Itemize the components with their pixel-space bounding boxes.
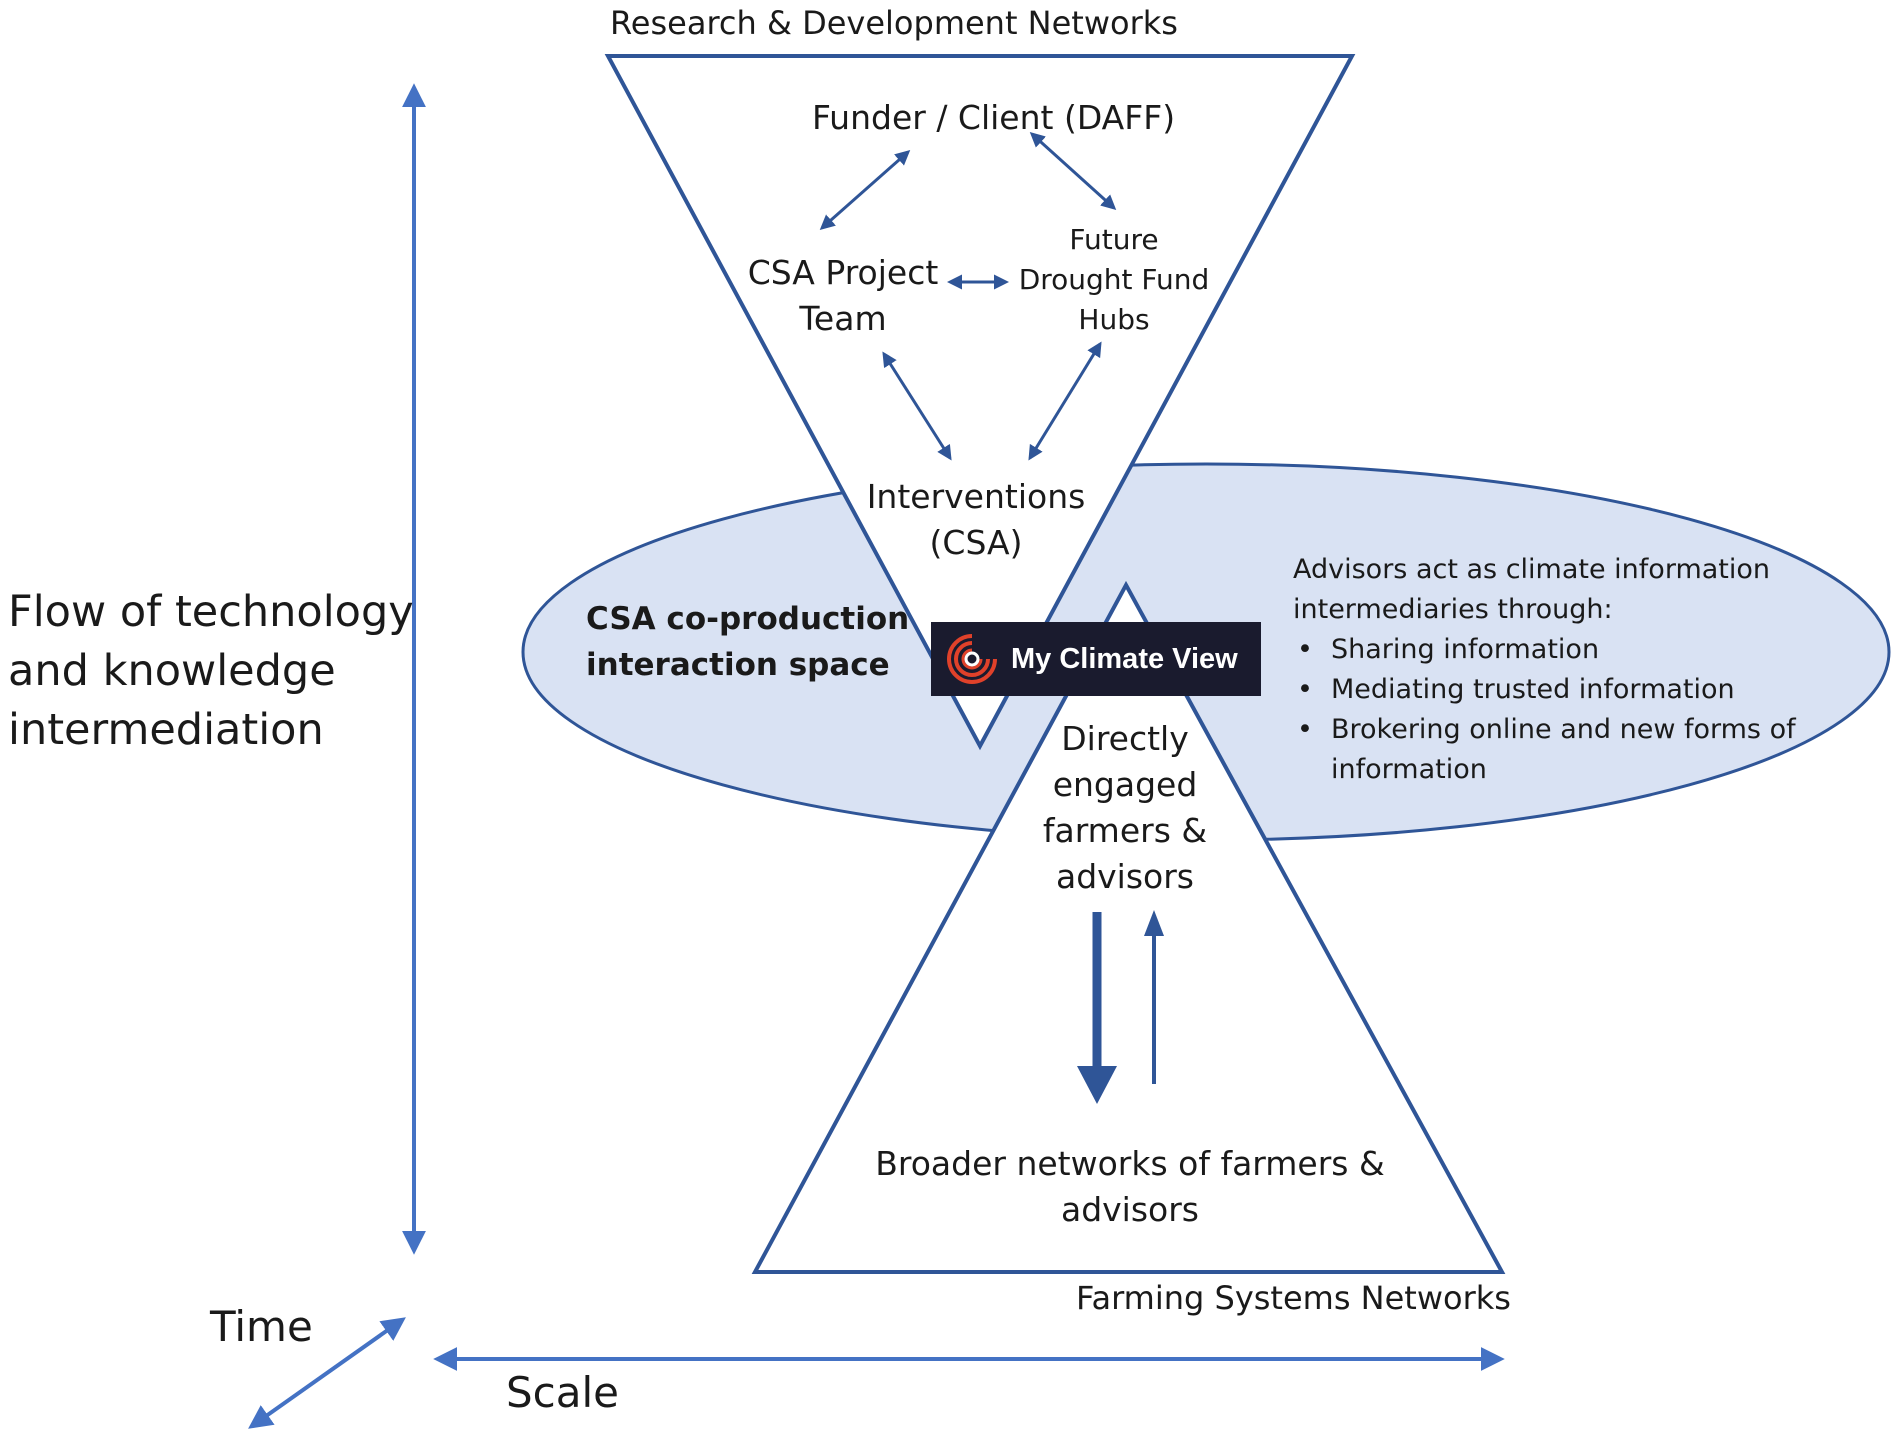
arrow-team-interventions [882,351,952,461]
bullet-item: Sharing information [1293,630,1796,670]
interaction-space-line-2: interaction space [586,647,890,683]
broader-networks-line-2: advisors [1060,1190,1199,1229]
arrow-funder-team [819,150,911,230]
advisors-intro-line-1: Advisors act as climate information [1293,554,1771,585]
bullet-continuation: information [1331,754,1487,785]
vertical-axis-label-line-1: Flow of technology [8,587,414,637]
advisors-bullet-list: Sharing information Mediating trusted in… [1293,630,1796,750]
csa-project-team-line-2: Team [799,299,887,338]
research-development-networks-label: Research & Development Networks [610,4,1178,42]
directly-engaged-line-4: advisors [1055,857,1194,896]
vertical-axis-label: Flow of technology and knowledge interme… [8,583,414,760]
research-development-triangle [604,54,1356,751]
arrow-hubs-interventions [1028,341,1102,461]
csa-project-team-line-1: CSA Project [747,253,939,292]
funder-client-label: Funder / Client (DAFF) [812,98,1176,137]
vertical-axis-label-line-2: and knowledge [8,646,336,696]
broader-networks-label: Broader networks of farmers & advisors [850,1141,1410,1233]
drought-fund-hubs-line-1: Future [1069,223,1159,256]
bullet-item: Mediating trusted information [1293,670,1796,710]
interventions-label: Interventions (CSA) [848,474,1104,566]
scale-axis-label: Scale [506,1368,619,1417]
logo-text: My Climate View [1011,642,1238,675]
advisors-description: Advisors act as climate information inte… [1293,550,1796,790]
down-flow-arrowhead [1077,1066,1117,1104]
farming-systems-networks-label: Farming Systems Networks [1076,1279,1511,1317]
drought-fund-hubs-line-3: Hubs [1078,303,1150,336]
directly-engaged-line-3: farmers & [1042,811,1208,850]
interaction-space-label: CSA co-production interaction space [586,596,909,688]
drought-fund-hubs-label: Future Drought Fund Hubs [1008,220,1220,340]
broader-networks-line-1: Broader networks of farmers & [875,1144,1385,1183]
directly-engaged-line-1: Directly [1061,719,1189,758]
interaction-space-line-1: CSA co-production [586,601,910,637]
drought-fund-hubs-line-2: Drought Fund [1018,263,1210,296]
directly-engaged-line-2: engaged [1052,765,1198,804]
vertical-axis-label-line-3: intermediation [8,705,324,755]
interventions-line-2: (CSA) [929,523,1023,562]
csa-project-team-label: CSA Project Team [740,250,946,342]
farming-systems-triangle [751,580,1506,1274]
arrow-funder-hubs [1029,131,1117,211]
my-climate-view-logo: My Climate View [931,622,1261,696]
concentric-arcs-icon [947,634,997,684]
time-axis-label: Time [210,1302,313,1351]
bullet-item: Brokering online and new forms of [1293,710,1796,750]
up-flow-arrowhead [1144,910,1164,936]
interventions-line-1: Interventions [866,477,1086,516]
time-arrow [248,1317,406,1429]
directly-engaged-label: Directly engaged farmers & advisors [1010,716,1240,900]
advisors-intro-line-2: intermediaries through: [1293,594,1613,625]
